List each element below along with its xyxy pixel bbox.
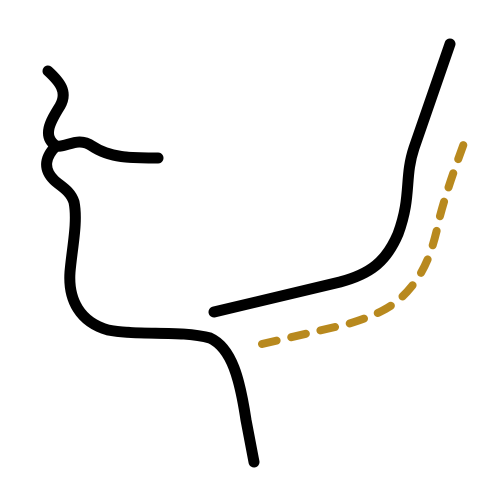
lip-line: [50, 136, 164, 164]
face-profile-outline: [41, 65, 260, 468]
jawline-outline: [208, 38, 456, 318]
contoured-jawline-dashed: [258, 128, 472, 348]
